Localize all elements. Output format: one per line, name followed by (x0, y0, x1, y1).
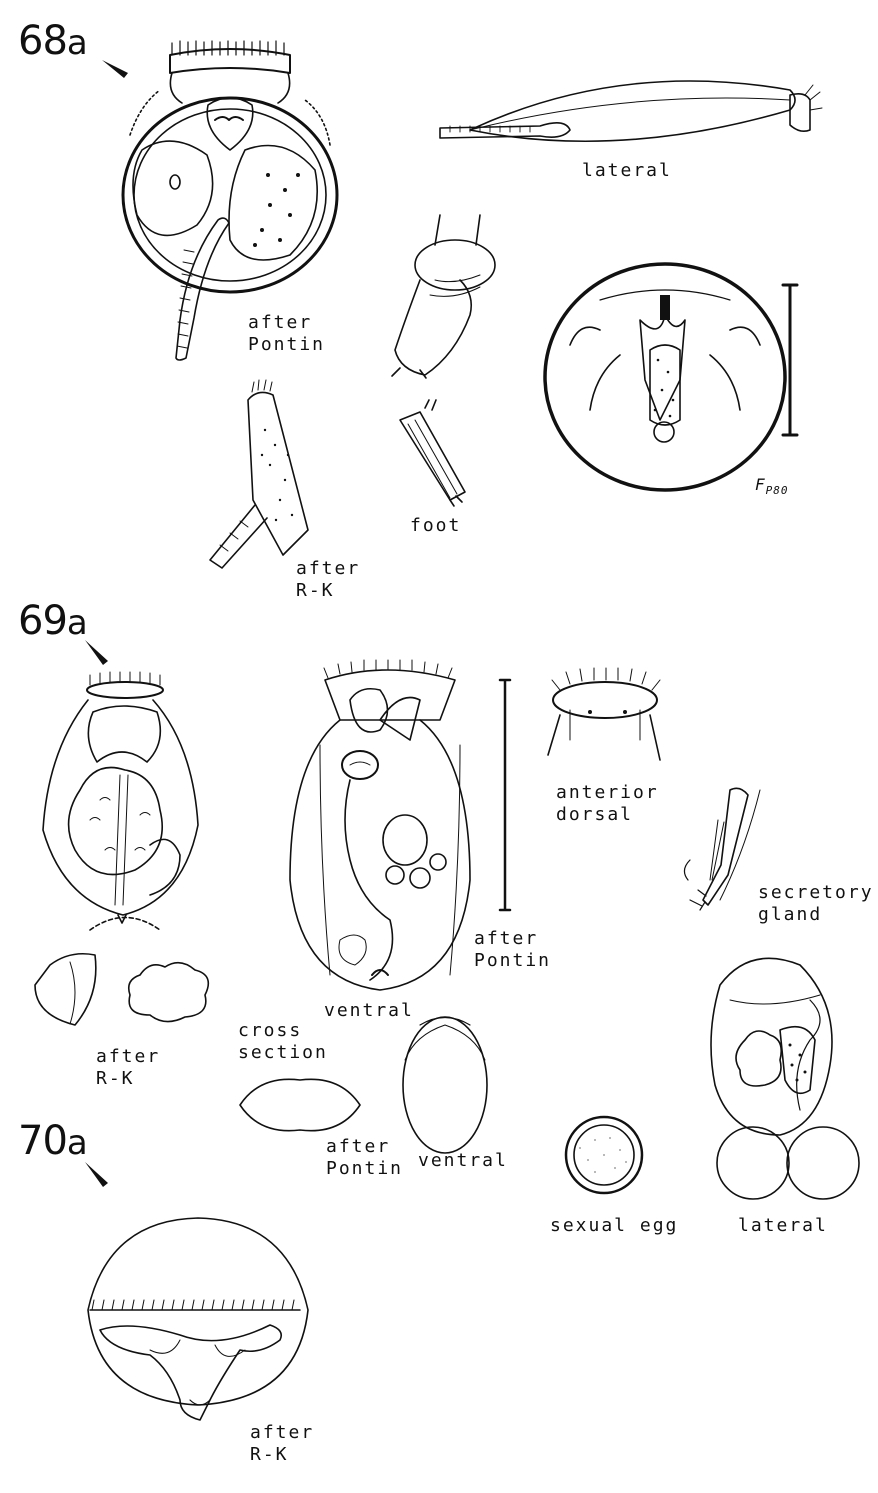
artist-signature: FP80 (755, 475, 789, 498)
fig69-ventral-drawing (289, 659, 512, 991)
fig69-cross-section-drawing (239, 1078, 361, 1132)
fig68-main-drawing (121, 40, 339, 361)
label-lateral-68: lateral (582, 160, 672, 181)
figure-number-70: 70a (18, 1118, 88, 1164)
fig70-main-drawing (87, 1217, 309, 1421)
fig68-foot-drawing (399, 399, 466, 507)
fig68-contracted-drawing (391, 214, 496, 379)
label-ventral-69: ventral (324, 1000, 414, 1021)
fig69-egg-drawing (564, 1115, 644, 1195)
fig69-main-drawing (42, 671, 199, 931)
label-lateral-69: lateral (738, 1215, 828, 1236)
label-sexual-egg: sexual egg (550, 1215, 679, 1236)
fig68-section-drawing (543, 262, 799, 492)
fig68-lateral-drawing (439, 80, 823, 143)
fig69-ventral-small-drawing (402, 1016, 488, 1154)
fig69-rk-shapes (34, 952, 210, 1026)
label-ventral-69b: ventral (418, 1150, 508, 1171)
figure-number-68: 68a (18, 18, 88, 64)
pointer-arrows (85, 60, 128, 1187)
figure-number-69: 69a (18, 598, 88, 644)
label-foot: foot (410, 515, 462, 536)
fig69-lateral-drawing (710, 957, 860, 1200)
fig69-gland-drawing (683, 787, 761, 911)
fig69-anterior-dorsal-drawing (547, 667, 661, 761)
fig68-elongated-drawing (209, 379, 309, 569)
